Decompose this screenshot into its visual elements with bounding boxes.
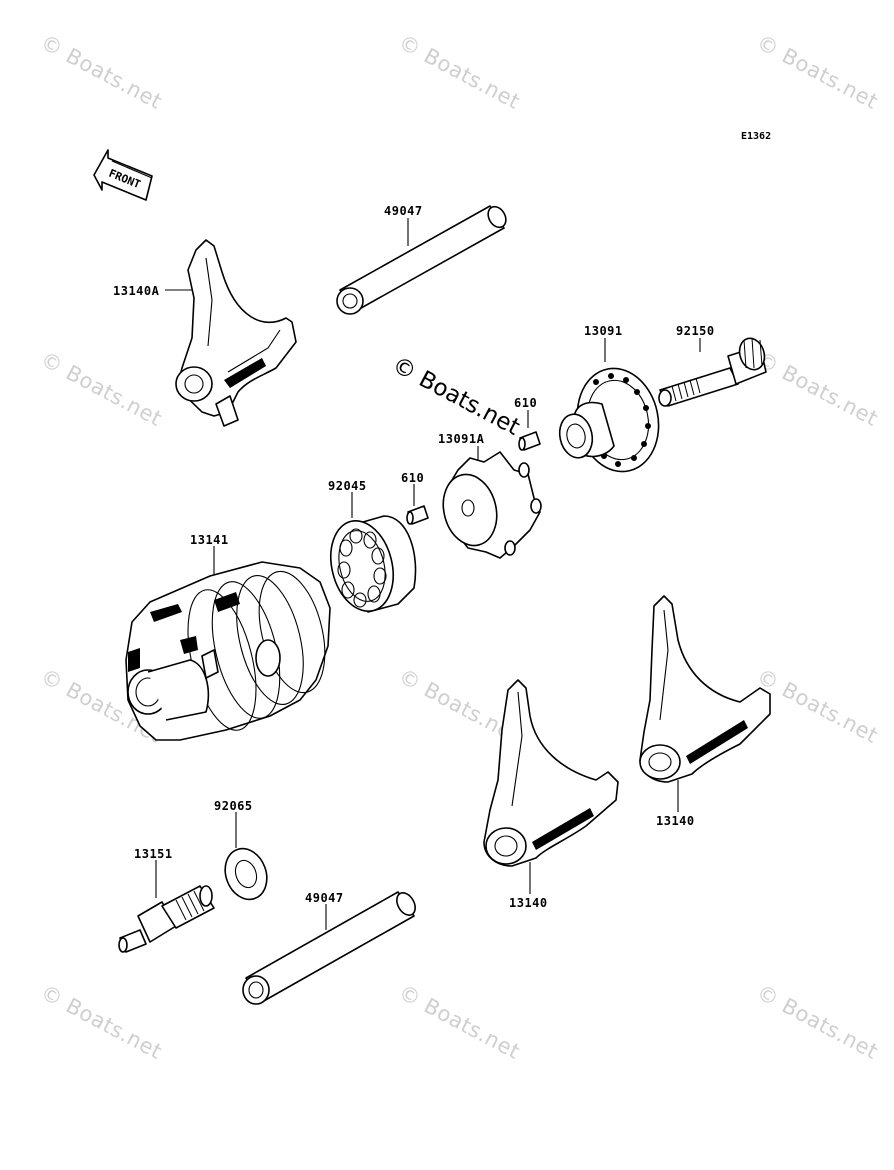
label-pin-upper: 610 <box>514 396 538 410</box>
washer-92065 <box>224 847 268 901</box>
bearing-92045 <box>330 515 417 613</box>
label-drum: 13141 <box>190 533 229 547</box>
star-plate-13091a <box>442 451 542 559</box>
label-bearing: 92045 <box>328 479 367 493</box>
label-fork-right: 13140 <box>656 814 695 828</box>
shift-fork-13140-center <box>483 679 619 867</box>
shaft-top <box>336 205 507 315</box>
label-switch: 13151 <box>134 847 173 861</box>
gear-holder-13091 <box>558 367 660 473</box>
shift-fork-13140a <box>175 239 297 427</box>
shift-fork-13140-right <box>639 595 771 783</box>
label-star-plate: 13091A <box>438 432 485 446</box>
neutral-switch-13151 <box>118 885 215 953</box>
label-pin-lower: 610 <box>401 471 425 485</box>
diagram-code: E1362 <box>741 131 772 142</box>
pin-610-lower <box>406 505 429 525</box>
front-arrow-icon: FRONT <box>93 149 153 201</box>
shaft-bottom <box>242 891 416 1005</box>
label-holder-plate: 13091 <box>584 324 623 338</box>
label-shaft-top: 49047 <box>384 204 423 218</box>
bolt-92150 <box>658 337 767 407</box>
leader-lines <box>155 218 701 930</box>
label-bolt: 92150 <box>676 324 715 338</box>
pin-610-upper <box>518 431 541 451</box>
label-washer: 92065 <box>214 799 253 813</box>
label-fork-center: 13140 <box>509 896 548 910</box>
label-fork-top-left: 13140A <box>113 284 160 298</box>
label-shaft-bottom: 49047 <box>305 891 344 905</box>
shift-drum-13141 <box>125 561 331 741</box>
